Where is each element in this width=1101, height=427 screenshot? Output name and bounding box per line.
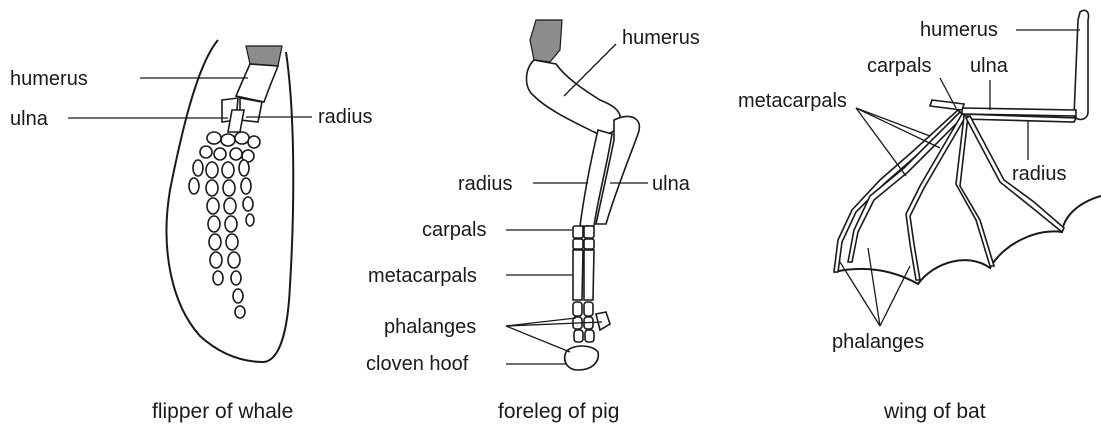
bat-label-metacarpals: metacarpals [738,90,847,112]
pig-label-phalanges: phalanges [384,316,476,338]
bat-humerus-bone [1074,10,1089,119]
pig-foreleg: humerus radius ulna carpals metacarpals … [366,20,700,423]
bat-label-ulna: ulna [970,55,1009,77]
bat-label-radius: radius [1012,163,1066,185]
pig-hoof [565,346,599,370]
whale-humerus-bone [236,64,278,102]
whale-shoulder-stump [246,46,282,66]
pig-label-humerus: humerus [622,27,700,49]
whale-forearm-bones [222,98,262,132]
bat-wing: humerus carpals ulna metacarpals radius … [738,10,1101,423]
pig-label-metacarpals: metacarpals [368,265,477,287]
bat-label-phalanges: phalanges [832,331,924,353]
pig-carpal-bones [573,226,594,249]
whale-digits [189,160,254,318]
pig-label-ulna: ulna [652,173,691,195]
pig-humerus-bone [527,60,621,134]
pig-label-carpals: carpals [422,219,486,241]
pig-metacarpal-bones [573,250,594,300]
bat-thumb-bone [930,100,964,110]
bat-label-humerus: humerus [920,19,998,41]
whale-caption: flipper of whale [152,400,293,423]
whale-label-humerus: humerus [10,68,88,90]
pig-caption: foreleg of pig [498,400,619,423]
whale-label-radius: radius [318,106,372,128]
pig-label-radius: radius [458,173,512,195]
whale-flipper: humerus ulna radius flipper of whale [10,40,372,423]
whale-label-ulna: ulna [10,108,49,130]
bat-label-carpals: carpals [867,55,931,77]
pig-label-hoof: cloven hoof [366,353,469,375]
pig-shoulder-stump [530,20,562,62]
bat-caption: wing of bat [883,400,986,423]
bat-wing-membrane [834,196,1101,284]
whale-carpal-bones [200,132,260,162]
